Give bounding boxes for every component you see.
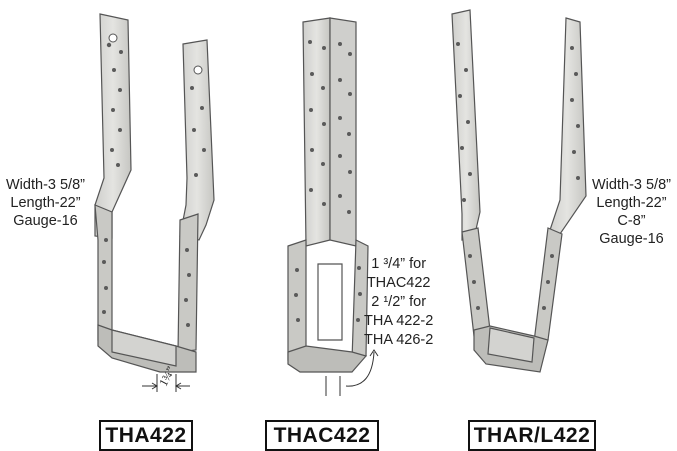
tha422-label: THA422 [99,420,193,451]
thar422-spec-gauge: Gauge-16 [599,231,664,247]
thar422-spec-text: Width-3 5/8” Length-22” C-8” Gauge-16 [592,176,671,248]
thac422-spec-line-3: 2 ¹/2” for [371,294,427,310]
tha422-spec-length: Length-22” [10,195,81,211]
thac422-spec-text: 1 ³/4” for THAC422 2 ¹/2” for THA 422-2 … [364,255,433,350]
thac422-nail-holes [294,40,362,322]
thac422-spec-line-2: THAC422 [366,275,431,291]
thac422-spec-line-1: 1 ³/4” for [371,256,427,272]
thar422-nail-holes [456,42,580,310]
tha422-hanger-drawing [94,13,215,373]
tha422-dimension-marker [142,374,190,392]
thac422-spec-line-5: THA 426-2 [364,332,434,348]
tha422-spec-width: Width-3 5/8” [6,177,85,193]
thar422-spec-width: Width-3 5/8” [592,177,671,193]
thar422-hanger-drawing [451,9,587,373]
thac422-label: THAC422 [265,420,379,451]
thac422-spec-line-4: THA 422-2 [364,313,434,329]
thac422-hanger-drawing [287,17,369,373]
thar422-label: THAR/L422 [468,420,596,451]
tha422-spec-gauge: Gauge-16 [13,213,78,229]
thac422-dimension-marker [325,349,379,396]
tha422-nail-holes [102,33,206,327]
thar422-spec-length: Length-22” [596,195,667,211]
thar422-spec-c: C-8” [617,213,646,229]
tha422-spec-text: Width-3 5/8” Length-22” Gauge-16 [6,176,85,230]
